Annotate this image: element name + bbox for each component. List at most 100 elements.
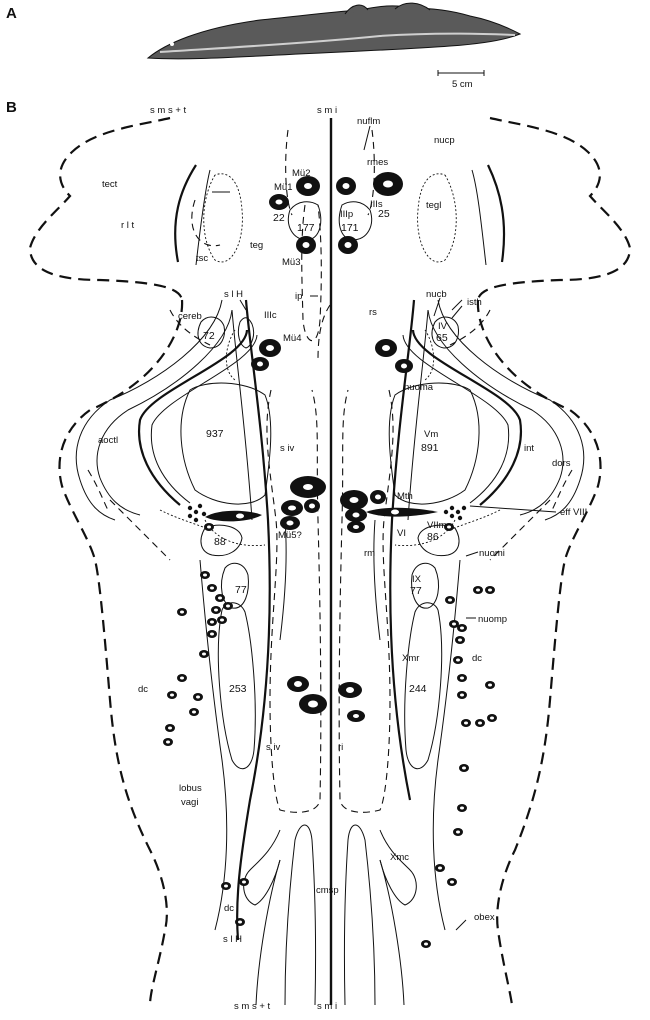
panel-a-label: A bbox=[6, 5, 17, 22]
cell-mu5-left-b bbox=[281, 500, 303, 516]
cell-mth-right-a bbox=[340, 490, 368, 510]
label-siv-lower: s iv bbox=[266, 742, 281, 753]
eff-viii-dots bbox=[187, 503, 467, 523]
scale-bar-label: 5 cm bbox=[452, 79, 473, 90]
label-nuoma: nuoma bbox=[404, 382, 434, 393]
mauthner-left bbox=[205, 510, 262, 522]
label-sms-t-top: s m s + t bbox=[150, 105, 187, 116]
count-iiip: 171 bbox=[341, 222, 359, 234]
iv-area bbox=[431, 316, 459, 349]
ix-right-area bbox=[411, 562, 439, 609]
cell-ri-right-a bbox=[338, 682, 362, 698]
cell-mu5-left-c bbox=[304, 499, 320, 513]
cell-ri-left-b bbox=[299, 694, 327, 714]
cell-mu2-left bbox=[296, 176, 320, 196]
label-effviii: eff VIII bbox=[560, 507, 587, 518]
label-aoctl: aoctl bbox=[98, 435, 118, 446]
label-ri: ri bbox=[338, 742, 343, 753]
label-vm: Vm bbox=[424, 429, 438, 440]
cell-mu5-left-d bbox=[280, 516, 300, 530]
label-dc-right: dc bbox=[472, 653, 482, 664]
label-nucb: nucb bbox=[426, 289, 447, 300]
iiic-area bbox=[237, 317, 255, 349]
count-ix-right: 77 bbox=[410, 585, 422, 597]
viim-left-area bbox=[200, 524, 243, 557]
label-sms-t-bottom: s m s + t bbox=[234, 1001, 271, 1012]
label-mu2: Mü2 bbox=[292, 168, 310, 179]
count-iv: 65 bbox=[436, 332, 448, 344]
label-iiis: IIIs bbox=[370, 199, 383, 210]
label-nuomi: nuomi bbox=[479, 548, 505, 559]
label-obex: obex bbox=[474, 912, 495, 923]
viim-right-area bbox=[417, 524, 460, 557]
cell-mu4-left-a bbox=[259, 339, 281, 357]
label-viim: VIIm bbox=[427, 520, 447, 531]
tract-contours bbox=[75, 164, 585, 941]
label-slh-top: s l H bbox=[224, 289, 243, 300]
giant-cells bbox=[205, 172, 438, 722]
nucleus-areas bbox=[180, 201, 480, 770]
label-xmr: Xmr bbox=[402, 653, 419, 664]
cell-mth-right-c bbox=[345, 508, 367, 522]
label-mth: Mth bbox=[397, 491, 413, 502]
label-mu1: Mü1 bbox=[274, 182, 292, 193]
label-slh-bottom: s l H bbox=[223, 934, 242, 945]
cell-rmes-right-b bbox=[373, 172, 403, 196]
panel-b-label: B bbox=[6, 99, 17, 116]
label-tsc: tsc bbox=[196, 253, 208, 264]
region-labels: s m s + t s m i nuflm nucp tect r l t ts… bbox=[98, 105, 587, 1012]
label-cereb: cereb bbox=[178, 311, 202, 322]
cell-rs-right-b bbox=[395, 359, 413, 373]
label-iiip: IIIp bbox=[340, 209, 353, 220]
label-siv-upper: s iv bbox=[280, 443, 295, 454]
count-x-left: 253 bbox=[229, 683, 247, 695]
mu3-area bbox=[287, 201, 322, 241]
label-mu3: Mü3 bbox=[282, 257, 300, 268]
cell-ri-left-a bbox=[287, 676, 309, 692]
label-isth: isth bbox=[467, 297, 482, 308]
cell-rs-right-a bbox=[375, 339, 397, 357]
count-vm-right: 891 bbox=[421, 442, 439, 454]
label-smi-top: s m i bbox=[317, 105, 337, 116]
cell-rmes-right-a bbox=[336, 177, 356, 195]
label-ip: ip bbox=[295, 291, 302, 302]
dashed-nuclei-outlines bbox=[87, 129, 573, 813]
x-right-area bbox=[404, 602, 443, 770]
label-smi-bottom: s m i bbox=[317, 1001, 337, 1012]
brain-outline bbox=[28, 116, 632, 1006]
cell-mu1-left bbox=[269, 194, 289, 210]
cell-mth-right-b bbox=[370, 490, 386, 504]
label-rmes: rmes bbox=[367, 157, 388, 168]
label-xmc: Xmc bbox=[390, 852, 409, 863]
label-dc-lower: dc bbox=[224, 903, 234, 914]
cell-iiip-right bbox=[338, 236, 358, 254]
label-mu4: Mü4 bbox=[283, 333, 301, 344]
label-ix: IX bbox=[412, 574, 422, 585]
cell-mu3-left bbox=[296, 236, 316, 254]
label-nucp: nucp bbox=[434, 135, 455, 146]
scale-bar: 5 cm bbox=[437, 70, 485, 90]
label-teg: teg bbox=[250, 240, 263, 251]
count-iiis: 25 bbox=[378, 208, 390, 220]
cell-mu5-left-a bbox=[290, 476, 326, 498]
label-nuflm: nuflm bbox=[357, 116, 380, 127]
cmsp-columns bbox=[243, 824, 417, 1006]
ix-left-area bbox=[221, 562, 249, 609]
count-mu3: 177 bbox=[297, 222, 315, 234]
label-vagi: vagi bbox=[181, 797, 198, 808]
iiip-area bbox=[338, 201, 373, 241]
count-viim-right: 86 bbox=[427, 531, 439, 543]
label-dc-left: dc bbox=[138, 684, 148, 695]
count-mu1: 22 bbox=[273, 212, 285, 224]
cell-mu4-left-b bbox=[251, 357, 269, 371]
vm-right-area bbox=[388, 382, 480, 505]
count-vm-left: 937 bbox=[206, 428, 224, 440]
label-vi: VI bbox=[397, 528, 406, 539]
label-iv: IV bbox=[438, 321, 448, 332]
label-tegl: tegl bbox=[426, 200, 441, 211]
vm-left-area bbox=[180, 382, 272, 505]
dotted-regions bbox=[159, 173, 501, 547]
label-rm: rm bbox=[364, 548, 375, 559]
mauthner-right bbox=[366, 507, 438, 517]
